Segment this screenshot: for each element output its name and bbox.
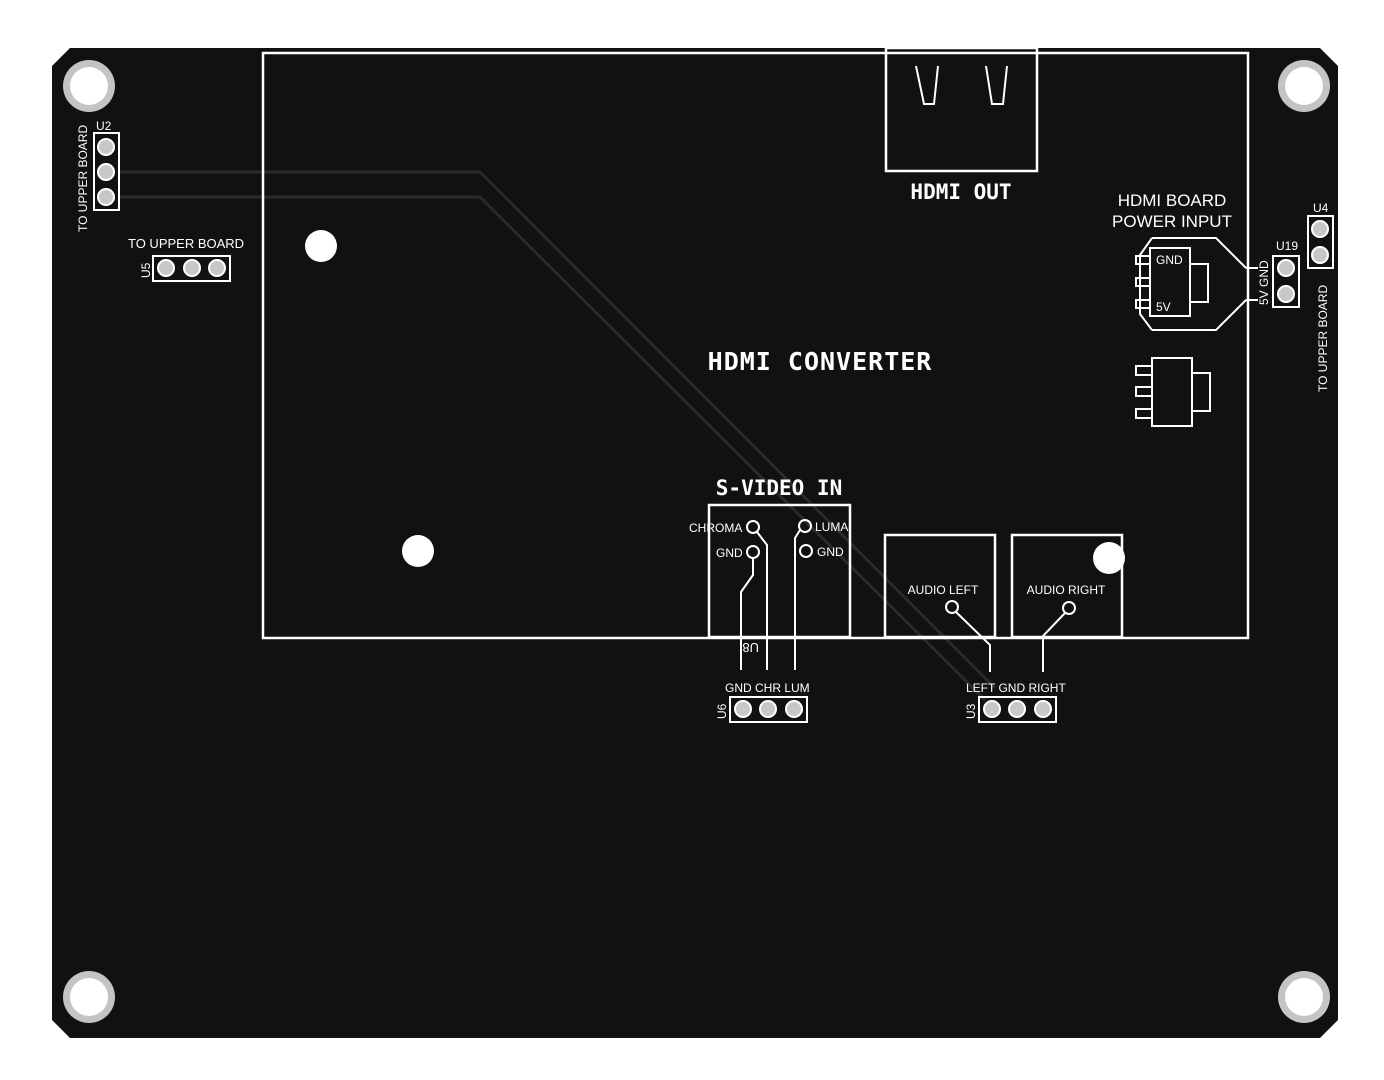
mounting-hole-center <box>1285 978 1323 1016</box>
hdmi-out-label: HDMI OUT <box>910 180 1011 204</box>
fiducial-dot <box>402 535 434 567</box>
svideo-ref: U8 <box>742 640 759 655</box>
audio-left-label: AUDIO LEFT <box>908 583 979 597</box>
fiducial-dot <box>1093 542 1125 574</box>
u5-caption: TO UPPER BOARD <box>128 236 244 251</box>
traces <box>120 170 997 702</box>
svideo-luma-label: LUMA <box>815 520 848 534</box>
header-u3: LEFT GND RIGHT U3 <box>964 681 1066 723</box>
u6-pins-label: GND CHR LUM <box>725 681 810 695</box>
audio-left-jack: AUDIO LEFT <box>883 533 997 672</box>
u5-ref: U5 <box>139 262 153 278</box>
header-u6: GND CHR LUM U6 <box>715 681 810 723</box>
mounting-hole-center <box>70 978 108 1016</box>
u4-caption: TO UPPER BOARD <box>1316 285 1330 392</box>
regulator-5v-label: 5V <box>1156 300 1171 314</box>
svideo-label: S-VIDEO IN <box>716 476 842 500</box>
u3-pins-label: LEFT GND RIGHT <box>966 681 1066 695</box>
voltage-regulator-upper: GND 5V <box>1135 237 1258 331</box>
u19-caption: 5V GND <box>1257 260 1271 305</box>
svideo-chroma-label: CHROMA <box>689 521 742 535</box>
svideo-connector: S-VIDEO IN CHROMA GND LUMA GND U8 <box>689 476 852 670</box>
u2-caption: TO UPPER BOARD <box>76 125 90 232</box>
header-u5: TO UPPER BOARD U5 <box>128 236 244 282</box>
mounting-holes <box>63 60 1330 1023</box>
mounting-hole-center <box>70 67 108 105</box>
u19-ref: U19 <box>1276 239 1298 253</box>
hdmi-out-connector: HDMI OUT <box>884 46 1039 204</box>
svideo-gnd-right-label: GND <box>817 545 844 559</box>
audio-right-jack: AUDIO RIGHT <box>1010 533 1124 672</box>
u4-ref: U4 <box>1313 201 1329 215</box>
board-substrate <box>52 48 1338 1038</box>
board-title: HDMI CONVERTER <box>708 347 933 376</box>
u2-ref: U2 <box>96 119 112 133</box>
header-u19: U19 5V GND <box>1257 239 1300 308</box>
header-u4: U4 TO UPPER BOARD <box>1307 201 1334 392</box>
u6-ref: U6 <box>715 703 729 719</box>
mounting-hole-center <box>1285 67 1323 105</box>
voltage-regulator-lower <box>1135 357 1211 427</box>
audio-right-label: AUDIO RIGHT <box>1027 583 1106 597</box>
fiducial-dot <box>305 230 337 262</box>
regulator-gnd-label: GND <box>1156 253 1183 267</box>
svideo-gnd-left-label: GND <box>716 546 743 560</box>
power-input-label-line2: POWER INPUT <box>1112 212 1232 231</box>
u3-ref: U3 <box>964 703 978 719</box>
power-input-label-line1: HDMI BOARD <box>1118 191 1227 210</box>
header-u2: U2 TO UPPER BOARD <box>76 119 120 232</box>
